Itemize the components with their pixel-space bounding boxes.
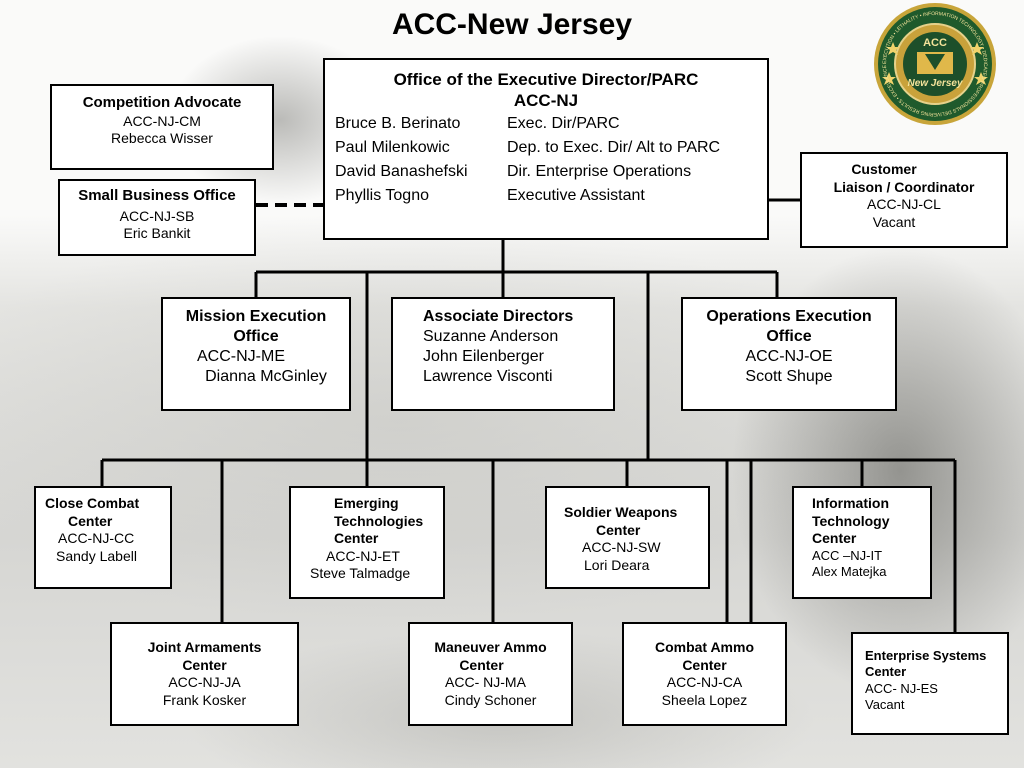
box-title: Competition Advocate (82, 94, 242, 111)
emerging-technologies-center-box: Emerging Technologies Center ACC-NJ-ET S… (289, 486, 445, 599)
box-title-line1: Combat Ammo (654, 639, 755, 655)
person-name: Lori Deara (584, 556, 650, 573)
box-title-line2: Center (182, 656, 227, 673)
office-code: ACC-NJ-OE (745, 348, 833, 365)
joint-armaments-center-box: Joint Armaments Center ACC-NJ-JA Frank K… (110, 622, 299, 726)
staff-name: David Banashefski (335, 162, 468, 180)
staff-role: Dep. to Exec. Dir/ Alt to PARC (507, 138, 721, 156)
person-name: Lawrence Visconti (423, 368, 553, 385)
office-code: ACC –NJ-IT (812, 547, 883, 563)
staff-name: Paul Milenkowic (335, 138, 450, 156)
office-code: ACC-NJ-SB (119, 207, 195, 224)
associate-directors-box: Associate Directors Suzanne Anderson Joh… (391, 297, 615, 411)
acc-emblem-logo: ACC New Jersey EXECUTION • LETHALITY • I… (873, 2, 996, 125)
office-code: ACC-NJ-CM (123, 112, 201, 129)
staff-role: Exec. Dir/PARC (507, 114, 620, 132)
person-name: Rebecca Wisser (111, 130, 213, 147)
box-title-line1: Emerging (334, 495, 399, 511)
box-title-line2: Office (233, 328, 279, 345)
box-title-line2: Center (459, 656, 504, 673)
box-title: Associate Directors (423, 308, 574, 325)
person-name: Vacant (865, 696, 905, 712)
box-title-line1: Mission Execution (185, 308, 327, 325)
soldier-weapons-center-box: Soldier Weapons Center ACC-NJ-SW Lori De… (545, 486, 710, 589)
office-code: ACC-NJ-CC (58, 530, 135, 546)
exec-title-line2: ACC-NJ (513, 91, 579, 111)
exec-staff-row: Phyllis Togno Executive Assistant (325, 184, 767, 208)
office-code: ACC-NJ-JA (168, 674, 241, 690)
staff-role: Executive Assistant (507, 186, 645, 204)
box-title-line2: Office (766, 328, 812, 345)
person-name: Eric Bankit (123, 225, 191, 242)
office-code: ACC-NJ-SW (582, 539, 661, 555)
box-title-line2: Center (68, 512, 113, 529)
staff-name: Phyllis Togno (335, 186, 429, 204)
person-name: Sheela Lopez (661, 691, 748, 708)
person-name: John Eilenberger (423, 348, 544, 365)
box-title-line1: Maneuver Ammo (434, 639, 547, 655)
box-title-line2: Liaison / Coordinator (833, 178, 975, 195)
staff-role: Dir. Enterprise Operations (507, 162, 692, 180)
person-name: Cindy Schoner (444, 691, 537, 708)
exec-staff-row: David Banashefski Dir. Enterprise Operati… (325, 160, 767, 184)
office-code: ACC-NJ-CL (867, 196, 941, 212)
person-name: Vacant (872, 213, 916, 230)
box-title-line1: Enterprise Systems (865, 648, 987, 663)
customer-liaison-box: Customer Liaison / Coordinator ACC-NJ-CL… (800, 152, 1008, 248)
box-title-line3: Center (812, 530, 857, 546)
person-name: Sandy Labell (56, 547, 137, 564)
person-name: Dianna McGinley (205, 368, 327, 385)
emblem-acc-text: ACC (923, 37, 947, 49)
information-technology-center-box: Information Technology Center ACC –NJ-IT… (792, 486, 932, 599)
person-name: Frank Kosker (162, 691, 247, 708)
mission-execution-office-box: Mission Execution Office ACC-NJ-ME Diann… (161, 297, 351, 411)
box-title-line1: Operations Execution (706, 308, 872, 325)
box-title-line2: Center (865, 664, 907, 680)
office-code: ACC- NJ-ES (865, 680, 938, 696)
box-title-line2: Center (596, 521, 641, 538)
office-code: ACC-NJ-ME (197, 348, 285, 365)
person-name: Scott Shupe (745, 368, 833, 385)
office-code: ACC-NJ-ET (326, 547, 400, 564)
staff-name: Bruce B. Berinato (335, 114, 461, 132)
office-code: ACC-NJ-CA (666, 674, 743, 690)
box-title-line1: Joint Armaments (147, 639, 262, 655)
box-title-line1: Soldier Weapons (564, 504, 678, 520)
box-title-line2: Technologies (334, 512, 424, 529)
office-code: ACC- NJ-MA (445, 674, 526, 690)
enterprise-systems-center-box: Enterprise Systems Center ACC- NJ-ES Vac… (851, 632, 1009, 735)
small-business-office-box: Small Business Office ACC-NJ-SB Eric Ban… (58, 179, 256, 256)
exec-title-line1: Office of the Executive Director/PARC (393, 70, 699, 89)
person-name: Alex Matejka (812, 563, 887, 579)
person-name: Steve Talmadge (310, 565, 411, 581)
executive-director-office-box: Office of the Executive Director/PARC AC… (323, 58, 769, 240)
maneuver-ammo-center-box: Maneuver Ammo Center ACC- NJ-MA Cindy Sc… (408, 622, 573, 726)
exec-staff-row: Paul Milenkowic Dep. to Exec. Dir/ Alt to… (325, 136, 767, 160)
person-name: Suzanne Anderson (423, 328, 559, 345)
box-title-line3: Center (334, 530, 379, 546)
box-title-line2: Center (682, 656, 727, 673)
box-title-line1: Close Combat (45, 495, 140, 511)
operations-execution-office-box: Operations Execution Office ACC-NJ-OE Sc… (681, 297, 897, 411)
box-title-line1: Customer (851, 161, 917, 177)
box-title-line2: Technology (812, 512, 890, 529)
box-title-line1: Information (812, 495, 889, 511)
emblem-nj-text: New Jersey (907, 78, 962, 89)
competition-advocate-box: Competition Advocate ACC-NJ-CM Rebecca W… (50, 84, 274, 170)
exec-staff-row: Bruce B. Berinato Exec. Dir/PARC (325, 112, 767, 136)
close-combat-center-box: Close Combat Center ACC-NJ-CC Sandy Labe… (34, 486, 172, 589)
box-title: Small Business Office (78, 187, 236, 204)
combat-ammo-center-box: Combat Ammo Center ACC-NJ-CA Sheela Lope… (622, 622, 787, 726)
page-title: ACC-New Jersey (391, 8, 633, 41)
